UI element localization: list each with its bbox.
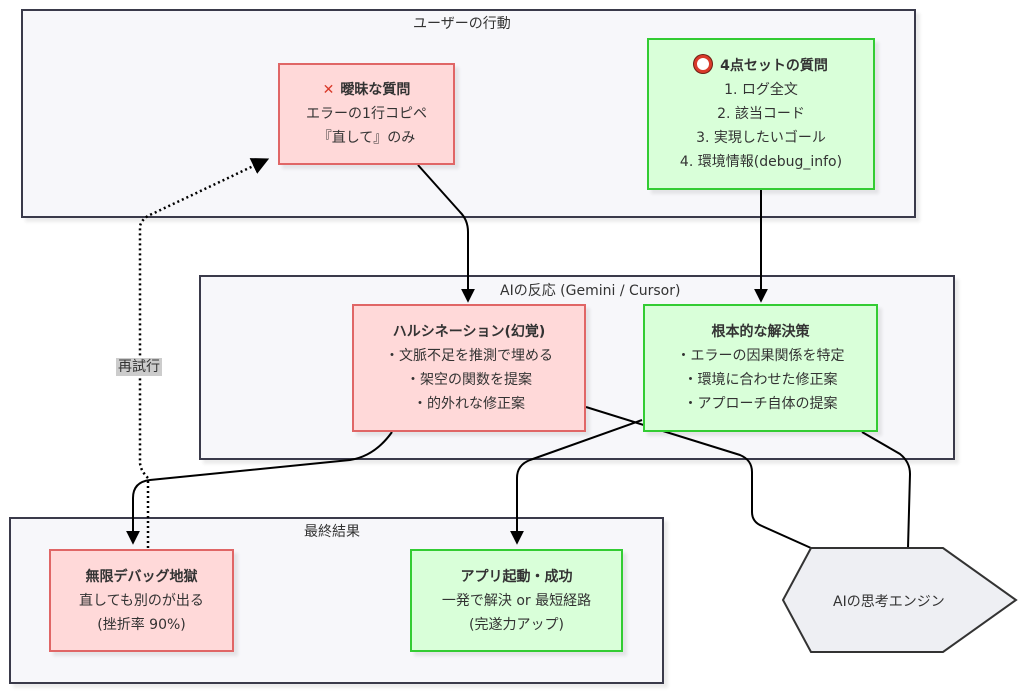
node-title: ✕曖昧な質問 [322, 82, 411, 98]
cluster-label-final-result: 最終結果 [304, 524, 360, 540]
node-line: ・アプローチ自体の提案 [683, 396, 838, 412]
node-title: ハルシネーション(幻覚) [392, 324, 546, 340]
node-title: アプリ起動・成功 [460, 568, 573, 585]
node-line: ・環境に合わせた修正案 [683, 372, 838, 388]
node-line: ・架空の関数を提案 [406, 372, 532, 388]
node-vague-question[interactable]: ✕曖昧な質問 エラーの1行コピペ 『直して』のみ [278, 63, 455, 165]
node-debug-hell[interactable]: 無限デバッグ地獄 直しても別のが出る (挫折率 90%) [49, 549, 234, 652]
node-line: (完遂力アップ) [469, 616, 564, 633]
cluster-label-ai-reaction: AIの反応 (Gemini / Cursor) [500, 283, 681, 299]
node-line: ・的外れな修正案 [413, 396, 525, 412]
cross-mark-icon: ✕ [322, 82, 335, 98]
node-line: ・文脈不足を推測で埋める [385, 348, 553, 364]
node-line: 3. 実現したいゴール [696, 130, 826, 146]
node-ai-engine-label[interactable]: AIの思考エンジン [833, 594, 945, 610]
node-line: 直しても別のが出る [79, 592, 204, 609]
node-line: ・エラーの因果関係を特定 [676, 348, 845, 364]
node-line: エラーの1行コピペ [306, 106, 427, 122]
retry-edge-label: 再試行 [116, 358, 162, 376]
node-line: 2. 該当コード [717, 106, 805, 122]
node-title: 4点セットの質問 [694, 54, 828, 78]
node-line: 1. ログ全文 [724, 82, 798, 98]
node-title: 無限デバッグ地獄 [85, 568, 198, 585]
cluster-label-user-action: ユーザーの行動 [413, 16, 511, 32]
node-line: (挫折率 90%) [97, 616, 186, 633]
node-app-success[interactable]: アプリ起動・成功 一発で解決 or 最短経路 (完遂力アップ) [410, 549, 623, 652]
node-line: 『直して』のみ [317, 130, 416, 146]
node-four-point-question[interactable]: 4点セットの質問 1. ログ全文 2. 該当コード 3. 実現したいゴール 4.… [647, 38, 875, 190]
node-line: 一発で解決 or 最短経路 [441, 592, 592, 609]
node-line: 4. 環境情報(debug_info) [679, 154, 843, 170]
node-root-solution[interactable]: 根本的な解決策 ・エラーの因果関係を特定 ・環境に合わせた修正案 ・アプローチ自… [643, 304, 878, 432]
node-hallucination[interactable]: ハルシネーション(幻覚) ・文脈不足を推測で埋める ・架空の関数を提案 ・的外れ… [352, 304, 586, 432]
node-title: 根本的な解決策 [711, 324, 810, 340]
hollow-red-circle-icon [694, 55, 713, 73]
